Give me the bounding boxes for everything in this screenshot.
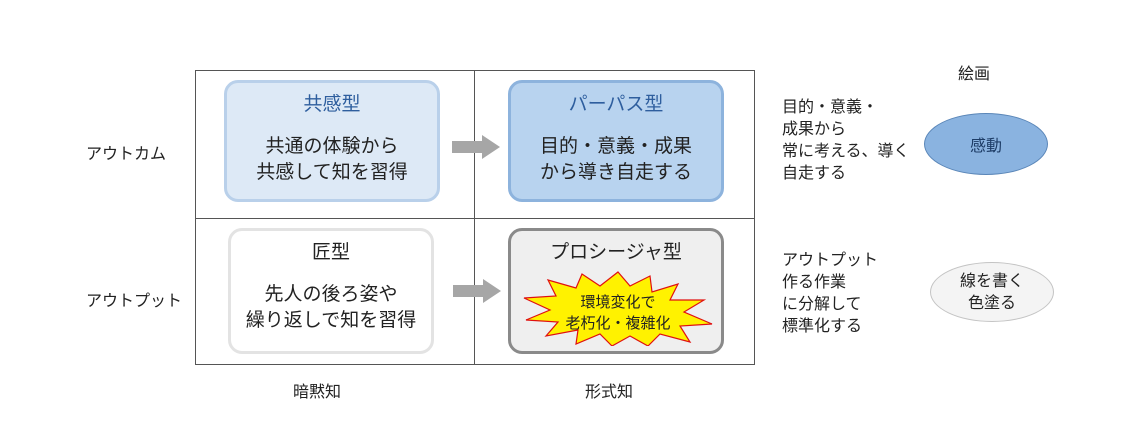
purpose-type-line-2: から導き自走する bbox=[539, 161, 692, 183]
outcome-description-line: 目的・意義・ bbox=[782, 97, 879, 116]
burst-text-line-1: 環境変化で bbox=[580, 293, 655, 311]
craft-type-card: 匠型 先人の後ろ姿や 繰り返しで知を習得 bbox=[228, 228, 434, 354]
output-description-line: 作る作業 bbox=[782, 272, 847, 291]
matrix-horizontal-divider bbox=[195, 218, 755, 219]
outcome-description: 目的・意義・ 成果から 常に考える、導く 自走する bbox=[782, 96, 910, 184]
burst-text-line-2: 老朽化・複雑化 bbox=[565, 314, 670, 332]
draw-ellipse: 線を書く 色塗る bbox=[930, 262, 1054, 322]
kando-label: 感動 bbox=[969, 136, 1002, 155]
empathy-type-title: 共感型 bbox=[303, 93, 361, 115]
draw-label-line-1: 線を書く bbox=[959, 271, 1024, 290]
empathy-type-line-1: 共通の体験から bbox=[265, 135, 399, 157]
arrow-right-icon bbox=[453, 279, 501, 303]
matrix-frame bbox=[195, 70, 755, 365]
output-description: アウトプット 作る作業 に分解して 標準化する bbox=[782, 249, 878, 337]
output-description-line: に分解して bbox=[782, 294, 862, 313]
explosion-burst-icon: 環境変化で 老朽化・複雑化 bbox=[523, 271, 713, 346]
empathy-type-line-2: 共感して知を習得 bbox=[256, 161, 408, 183]
matrix-vertical-divider bbox=[474, 70, 475, 365]
row-label-outcome: アウトカム bbox=[86, 144, 167, 163]
craft-type-line-1: 先人の後ろ姿や bbox=[264, 283, 398, 305]
outcome-description-line: 自走する bbox=[782, 163, 847, 182]
craft-type-title: 匠型 bbox=[311, 241, 350, 263]
output-description-line: アウトプット bbox=[782, 250, 879, 269]
procedure-type-title: プロシージャ型 bbox=[550, 241, 682, 263]
draw-label-line-2: 色塗る bbox=[967, 293, 1016, 312]
burst-shape bbox=[523, 271, 713, 346]
outcome-description-line: 常に考える、導く bbox=[782, 141, 910, 160]
kando-ellipse: 感動 bbox=[924, 113, 1048, 175]
column-label-explicit: 形式知 bbox=[585, 382, 634, 401]
output-description-line: 標準化する bbox=[782, 316, 863, 335]
outcome-description-line: 成果から bbox=[782, 119, 847, 138]
purpose-type-title: パーパス型 bbox=[568, 93, 664, 115]
row-label-output: アウトプット bbox=[86, 291, 183, 310]
purpose-type-card: パーパス型 目的・意義・成果 から導き自走する bbox=[508, 80, 724, 202]
column-label-tacit: 暗黙知 bbox=[293, 382, 342, 401]
craft-type-line-2: 繰り返しで知を習得 bbox=[245, 309, 417, 331]
painting-header: 絵画 bbox=[958, 64, 991, 83]
empathy-type-card: 共感型 共通の体験から 共感して知を習得 bbox=[224, 80, 440, 202]
purpose-type-line-1: 目的・意義・成果 bbox=[539, 135, 692, 157]
arrow-right-icon bbox=[452, 135, 500, 159]
